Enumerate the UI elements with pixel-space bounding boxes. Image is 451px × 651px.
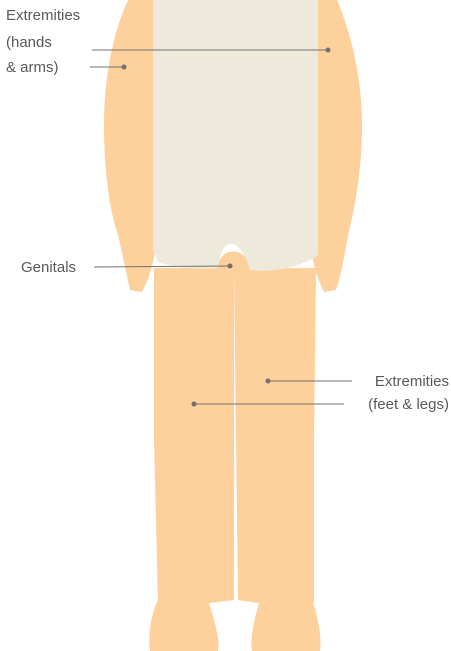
- genitals-label: Genitals: [21, 259, 76, 276]
- left-leg-dot: [192, 402, 197, 407]
- left-foot: [149, 600, 218, 651]
- right-arm: [312, 0, 363, 292]
- shirt: [153, 0, 318, 271]
- left-leg: [154, 268, 234, 603]
- right-leg: [234, 268, 316, 603]
- arms-label-line3: & arms): [6, 59, 59, 76]
- left-arm: [104, 0, 155, 292]
- arms-label-line2: (hands: [6, 34, 52, 51]
- legs-label-line1: Extremities: [375, 373, 449, 390]
- genitals-dot: [228, 264, 233, 269]
- right-foot: [251, 600, 320, 651]
- legs-label-line2: (feet & legs): [368, 396, 449, 413]
- left-arm-dot: [122, 65, 127, 70]
- right-arm-dot: [326, 48, 331, 53]
- arms-label-line1: Extremities: [6, 7, 80, 24]
- right-leg-dot: [266, 379, 271, 384]
